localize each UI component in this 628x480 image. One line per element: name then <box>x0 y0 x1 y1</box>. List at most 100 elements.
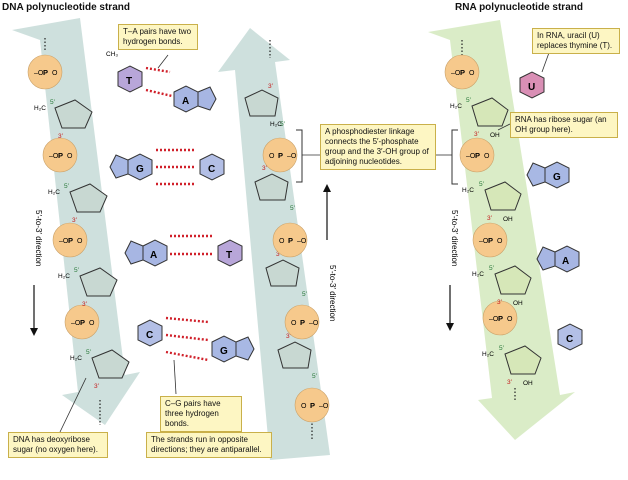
base-adenine: A <box>173 85 217 113</box>
svg-text:H₂C: H₂C <box>58 273 70 280</box>
svg-text:H₂C: H₂C <box>70 355 82 362</box>
callout-uracil: In RNA, uracil (U) replaces thymine (T). <box>532 28 620 54</box>
svg-text:P: P <box>310 401 315 410</box>
svg-text:OH: OH <box>503 216 513 223</box>
svg-text:3′: 3′ <box>286 333 292 340</box>
svg-text:A: A <box>562 256 569 267</box>
svg-text:5′: 5′ <box>50 99 56 106</box>
hydrogen-bonds <box>145 66 214 362</box>
svg-text:CH₃: CH₃ <box>106 51 118 58</box>
svg-text:3′: 3′ <box>487 215 493 222</box>
svg-text:H₂C: H₂C <box>48 189 60 196</box>
base-guanine: G <box>109 153 153 181</box>
svg-text:5′-to-3′ direction: 5′-to-3′ direction <box>328 265 337 321</box>
deoxyribose-sugar: H₂C 5′ 3′ <box>70 349 130 390</box>
svg-text:O: O <box>269 153 275 160</box>
svg-text:T: T <box>126 76 132 87</box>
svg-text:5′-to-3′ direction: 5′-to-3′ direction <box>34 210 43 266</box>
svg-text:O: O <box>301 403 307 410</box>
svg-text:5′-to-3′ direction: 5′-to-3′ direction <box>450 210 459 266</box>
svg-text:5′: 5′ <box>280 121 286 128</box>
svg-text:A: A <box>182 96 189 107</box>
svg-text:H₂C: H₂C <box>450 103 462 110</box>
svg-text:H₂C: H₂C <box>482 351 494 358</box>
svg-text:3′: 3′ <box>94 383 100 390</box>
svg-text:3′: 3′ <box>497 299 503 306</box>
base-adenine: A <box>124 239 168 267</box>
svg-text:H₂C: H₂C <box>472 271 484 278</box>
svg-text:P: P <box>43 68 48 77</box>
svg-text:G: G <box>136 164 144 175</box>
svg-text:G: G <box>553 172 561 183</box>
svg-text:C: C <box>208 164 215 175</box>
callout-pointer <box>497 123 511 131</box>
svg-text:5′: 5′ <box>302 291 308 298</box>
callout-phosphodiester: A phosphodiester linkage connects the 5′… <box>320 124 436 170</box>
svg-text:H₂C: H₂C <box>34 105 46 112</box>
base-cytosine: C <box>199 153 225 181</box>
callout-pointer <box>59 377 87 433</box>
svg-text:3′: 3′ <box>58 133 64 140</box>
svg-text:P: P <box>58 151 63 160</box>
svg-text:–O: –O <box>287 153 297 160</box>
phosphate-group: –O P O <box>482 300 518 336</box>
svg-text:O: O <box>469 70 475 77</box>
svg-text:–O: –O <box>309 320 319 327</box>
callout-ribose: RNA has ribose sugar (an OH group here). <box>510 112 618 138</box>
svg-text:P: P <box>68 236 73 245</box>
svg-text:H₂C: H₂C <box>462 187 474 194</box>
svg-text:3′: 3′ <box>82 301 88 308</box>
svg-text:P: P <box>278 151 283 160</box>
base-cytosine: C <box>557 323 583 351</box>
callout-cg-pairs: C–G pairs have three hydrogen bonds. <box>160 396 242 432</box>
phosphate-group: O P –O <box>284 304 320 340</box>
svg-text:5′: 5′ <box>86 349 92 356</box>
svg-text:A: A <box>150 250 157 261</box>
dna-left-backbone-arrow <box>12 18 140 425</box>
phosphate-group: O P –O <box>262 137 298 173</box>
deoxyribose-sugar: 3′ 5′ <box>265 251 308 298</box>
base-guanine: G <box>211 335 255 363</box>
svg-text:3′: 3′ <box>507 379 513 386</box>
deoxyribose-sugar: H₂C 5′ 3′ <box>34 99 93 140</box>
svg-text:3′: 3′ <box>276 251 282 258</box>
ribose-sugar: H₂C 5′ 3′ OH <box>450 97 509 139</box>
bracket-rna <box>451 129 458 185</box>
svg-text:5′: 5′ <box>290 205 296 212</box>
deoxyribose-sugar: 3′ 5′ <box>254 165 296 212</box>
base-thymine: T <box>217 239 243 267</box>
bracket-dna <box>296 129 303 183</box>
svg-text:O: O <box>89 320 95 327</box>
svg-text:–O: –O <box>319 403 329 410</box>
svg-text:5′: 5′ <box>489 265 495 272</box>
phosphate-group: –O P O <box>42 137 78 173</box>
svg-text:–O: –O <box>297 238 307 245</box>
svg-text:O: O <box>67 153 73 160</box>
svg-text:O: O <box>52 70 58 77</box>
svg-text:P: P <box>288 236 293 245</box>
base-uracil: U <box>519 71 545 99</box>
phosphate-group: –O P O <box>52 222 88 258</box>
svg-text:5′: 5′ <box>74 267 80 274</box>
base-cytosine: C <box>137 319 163 347</box>
svg-text:–O: –O <box>34 70 44 77</box>
svg-text:–O: –O <box>71 320 81 327</box>
phosphate-group: O P –O <box>272 222 308 258</box>
phosphate-group: –O P O <box>27 54 63 90</box>
svg-text:5′: 5′ <box>499 345 505 352</box>
direction-label-right: 5′-to-3′ direction <box>323 184 337 321</box>
phosphate-group: –O P O <box>444 54 480 90</box>
callout-pointer <box>157 54 169 69</box>
dna-title: DNA polynucleotide strand <box>2 2 130 13</box>
svg-text:U: U <box>528 82 535 93</box>
phosphate-group: –O P O <box>64 304 100 340</box>
deoxyribose-sugar: 3′ 5′ <box>277 333 318 380</box>
phosphate-group: –O P O <box>472 222 508 258</box>
svg-text:5′: 5′ <box>479 181 485 188</box>
svg-text:3′: 3′ <box>262 165 268 172</box>
svg-text:H₂C: H₂C <box>270 121 282 128</box>
svg-text:O: O <box>291 320 297 327</box>
svg-text:O: O <box>507 316 513 323</box>
deoxyribose-sugar: 3′ 5′ H₂C <box>244 83 286 128</box>
